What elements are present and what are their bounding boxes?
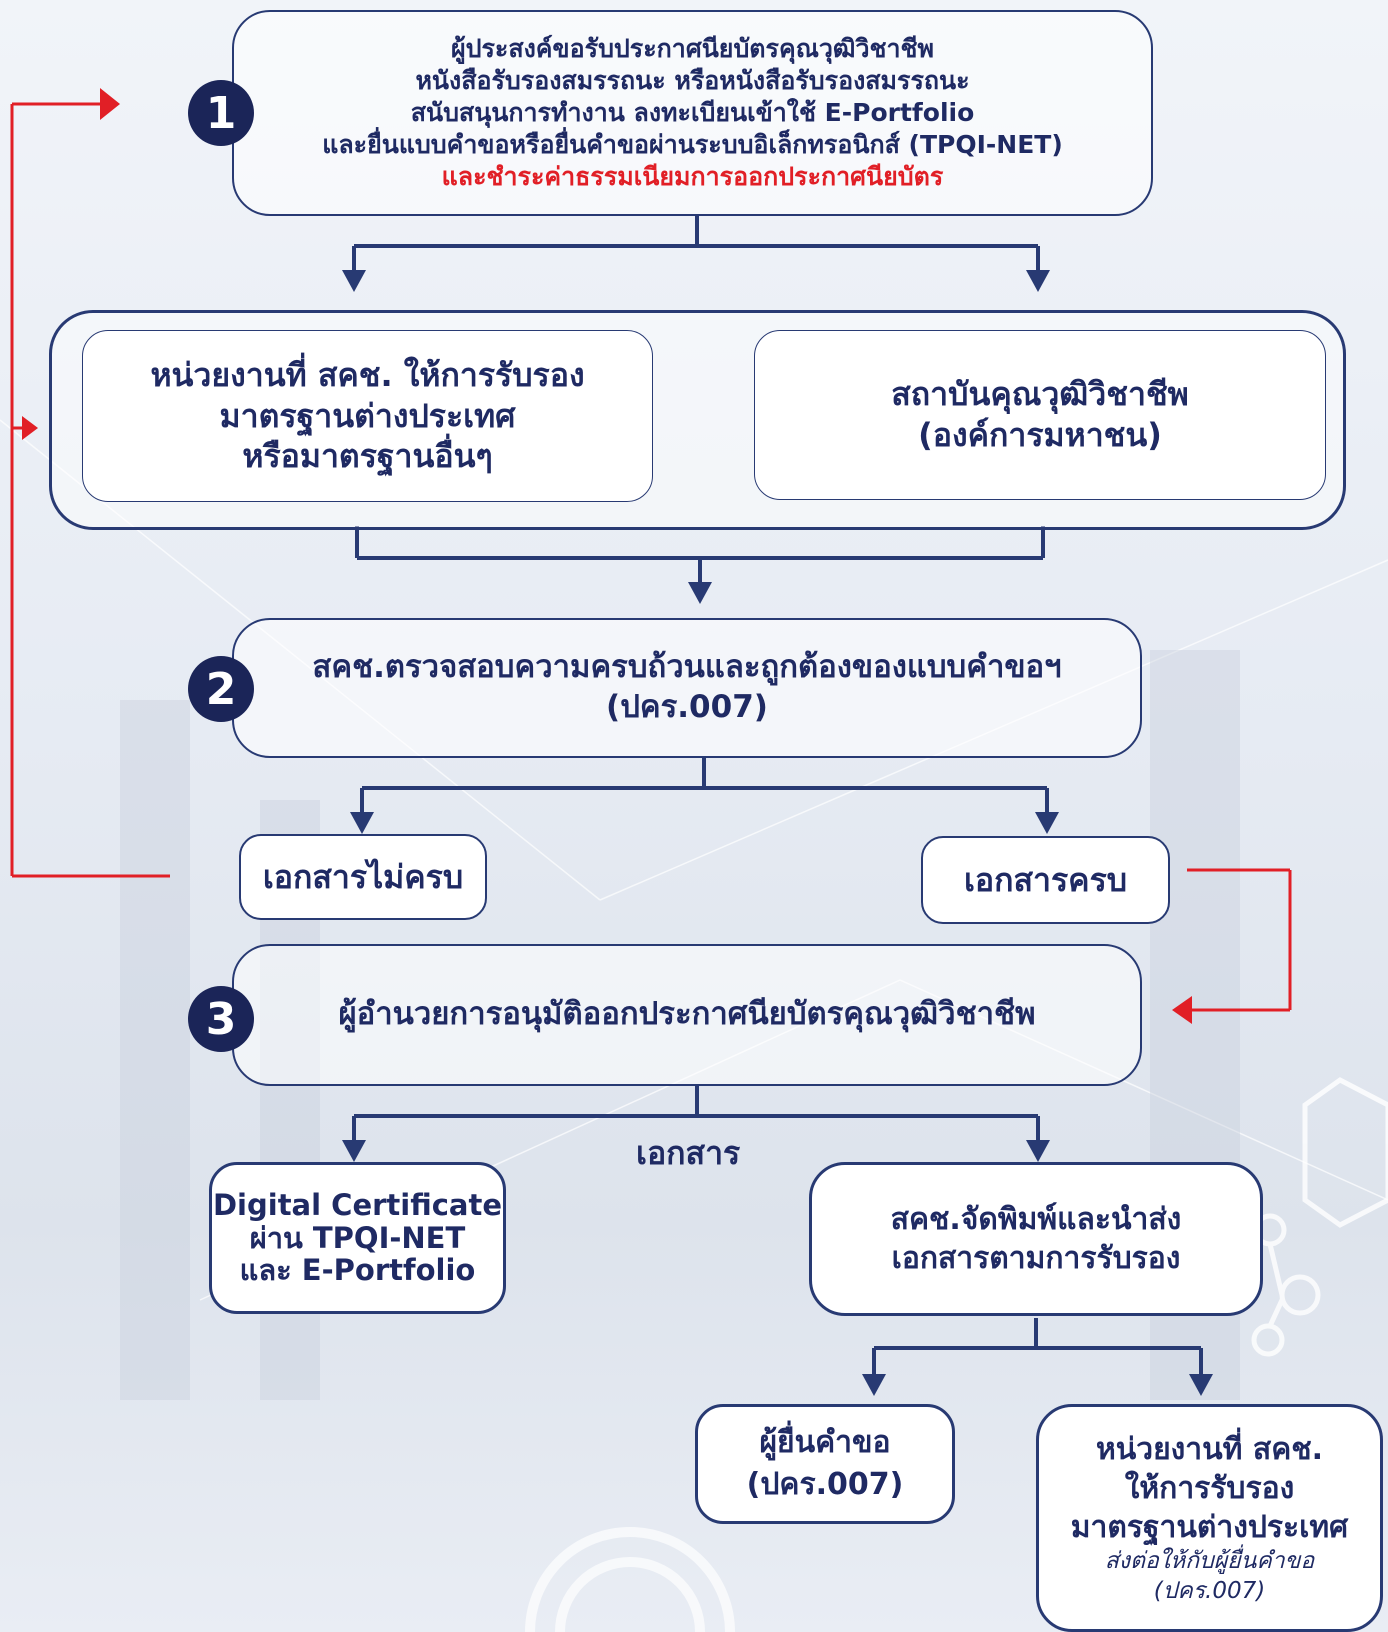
documents-complete-box: เอกสารครบ — [921, 836, 1170, 924]
agency-line-3: หรือมาตรฐานอื่นๆ — [242, 437, 493, 476]
complete-label: เอกสารครบ — [963, 860, 1128, 899]
step2-box: สคช.ตรวจสอบความครบถ้วนและถูกต้องของแบบคำ… — [232, 618, 1142, 758]
print-line-1: สคช.จัดพิมพ์และนำส่ง — [890, 1202, 1182, 1237]
tpqi-institute-box: สถาบันคุณวุฒิวิชาชีพ (องค์การมหาชน) — [754, 330, 1326, 500]
step2-line-1: สคช.ตรวจสอบความครบถ้วนและถูกต้องของแบบคำ… — [312, 649, 1062, 686]
step1-line-4: และยื่นแบบคำขอหรือยื่นคำขอผ่านระบบอิเล็ก… — [322, 130, 1063, 159]
foreign-agency-note-1: ส่งต่อให้กับผู้ยื่นคำขอ — [1104, 1547, 1315, 1574]
step1-number-badge: 1 — [188, 80, 254, 146]
foreign-agency-line-3: มาตรฐานต่างประเทศ — [1070, 1509, 1349, 1545]
step1-fee-line: และชำระค่าธรรมเนียมการออกประกาศนียบัตร — [441, 162, 944, 191]
digital-certificate-box: Digital Certificate ผ่าน TPQI-NET และ E-… — [209, 1162, 506, 1314]
step2-line-2: (ปคร.007) — [606, 689, 768, 725]
print-and-deliver-box: สคช.จัดพิมพ์และนำส่ง เอกสารตามการรับรอง — [809, 1162, 1263, 1316]
step1-line-1: ผู้ประสงค์ขอรับประกาศนียบัตรคุณวุฒิวิชาช… — [450, 34, 935, 63]
agency-line-1: หน่วยงานที่ สคช. ให้การรับรอง — [150, 355, 585, 394]
applicant-box: ผู้ยื่นคำขอ (ปคร.007) — [695, 1404, 955, 1524]
applicant-line-2: (ปคร.007) — [746, 1467, 904, 1502]
foreign-agency-line-2: ให้การรับรอง — [1124, 1470, 1295, 1506]
digital-cert-line-1: Digital Certificate — [212, 1188, 503, 1223]
foreign-agency-line-1: หน่วยงานที่ สคช. — [1095, 1431, 1324, 1467]
step1-line-3: สนับสนุนการทำงาน ลงทะเบียนเข้าใช้ E-Port… — [410, 98, 975, 127]
step2-number-badge: 2 — [188, 656, 254, 722]
institute-line-2: (องค์การมหาชน) — [918, 416, 1162, 454]
print-line-2: เอกสารตามการรับรอง — [891, 1241, 1181, 1276]
foreign-accredited-agency-box: หน่วยงานที่ สคช. ให้การรับรอง มาตรฐานต่า… — [1036, 1404, 1383, 1632]
digital-cert-line-2: ผ่าน TPQI-NET — [249, 1220, 466, 1255]
incomplete-label: เอกสารไม่ครบ — [262, 857, 464, 896]
applicant-line-1: ผู้ยื่นคำขอ — [759, 1425, 891, 1460]
step3-box: ผู้อำนวยการอนุมัติออกประกาศนียบัตรคุณวุฒ… — [232, 944, 1142, 1086]
documents-incomplete-box: เอกสารไม่ครบ — [239, 834, 487, 920]
foreign-agency-note-2: (ปคร.007) — [1153, 1577, 1266, 1604]
step1-box: ผู้ประสงค์ขอรับประกาศนียบัตรคุณวุฒิวิชาช… — [232, 10, 1153, 216]
step3-line-1: ผู้อำนวยการอนุมัติออกประกาศนียบัตรคุณวุฒ… — [338, 996, 1036, 1033]
step1-line-2: หนังสือรับรองสมรรถนะ หรือหนังสือรับรองสม… — [415, 66, 970, 95]
step3-number-badge: 3 — [188, 986, 254, 1052]
agency-line-2: มาตรฐานต่างประเทศ — [219, 396, 516, 435]
digital-cert-line-3: และ E-Portfolio — [239, 1253, 476, 1288]
accredited-agency-box: หน่วยงานที่ สคช. ให้การรับรอง มาตรฐานต่า… — [82, 330, 653, 502]
institute-line-1: สถาบันคุณวุฒิวิชาชีพ — [891, 375, 1189, 414]
documents-label: เอกสาร — [636, 1134, 741, 1172]
